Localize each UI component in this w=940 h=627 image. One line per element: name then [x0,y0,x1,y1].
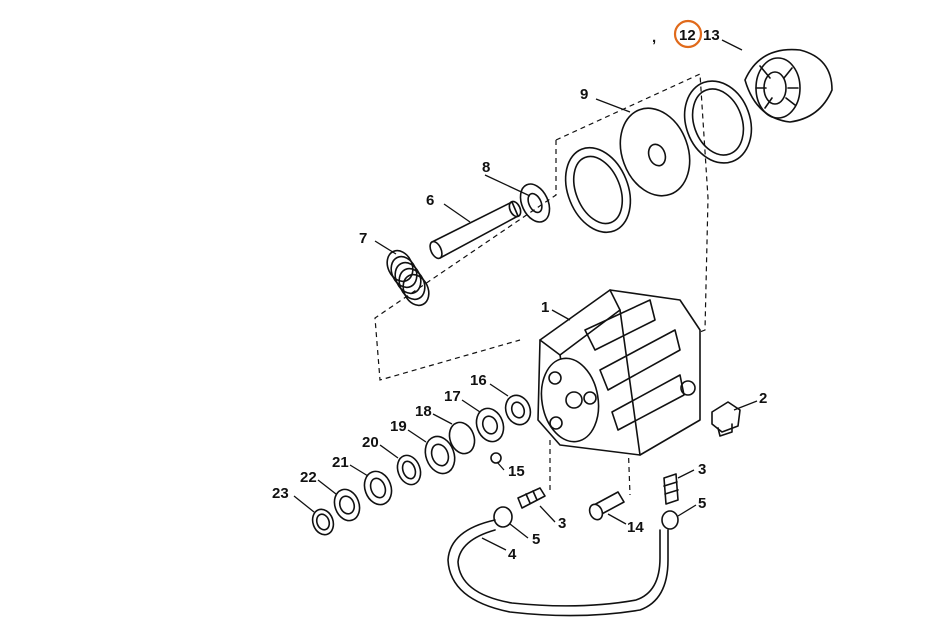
part-5-clamp-right[interactable] [661,510,679,530]
part-7-spring[interactable] [382,246,433,309]
part-18-o-ring[interactable] [445,419,478,457]
part-14-bolt[interactable] [587,491,625,522]
part-8-retainer[interactable] [515,179,555,226]
callout-22[interactable]: 22 [300,469,317,486]
callout-3-right[interactable]: 3 [698,461,706,478]
part-22-seal[interactable] [330,486,363,524]
part-21-seal[interactable] [360,468,396,509]
callout-23[interactable]: 23 [272,485,289,502]
callout-18[interactable]: 18 [415,403,432,420]
callout-13[interactable]: 13 [703,27,720,44]
callout-19[interactable]: 19 [390,418,407,435]
assembly-group-outline [374,73,709,381]
stray-mark: , [652,29,656,46]
callout-4[interactable]: 4 [508,546,517,563]
part-ring-seal[interactable] [554,138,643,242]
callout-15[interactable]: 15 [508,463,525,480]
callout-3-left[interactable]: 3 [558,515,566,532]
callout-17[interactable]: 17 [444,388,461,405]
callout-2[interactable]: 2 [759,390,767,407]
part-19-bushing[interactable] [420,432,459,477]
callout-6[interactable]: 6 [426,192,434,209]
part-3-fitting-right[interactable] [663,473,679,505]
callout-labels: , 12 13 9 8 6 7 1 2 16 17 18 19 20 21 22… [272,27,767,563]
part-23-ring[interactable] [309,506,337,537]
part-15-small-o-ring[interactable] [490,452,502,464]
callout-5-left[interactable]: 5 [532,531,540,548]
part-6-piston[interactable] [428,200,523,261]
callout-16[interactable]: 16 [470,372,487,389]
part-9-disc[interactable] [609,98,702,205]
callout-5-right[interactable]: 5 [698,495,706,512]
part-3-fitting-left[interactable] [517,487,546,509]
part-16-bushing[interactable] [502,392,535,428]
callout-7[interactable]: 7 [359,230,367,247]
callout-12[interactable]: 12 [679,27,696,44]
callout-8[interactable]: 8 [482,159,490,176]
callout-14[interactable]: 14 [627,519,644,536]
part-2-plug[interactable] [711,401,741,437]
part-12-gasket[interactable] [674,72,763,173]
callout-1[interactable]: 1 [541,299,549,316]
part-17-seal[interactable] [472,405,508,446]
part-20-ring[interactable] [394,452,425,488]
part-13-cover[interactable] [744,48,833,123]
part-4-hose[interactable] [447,519,669,617]
callout-12-highlight [673,19,703,49]
leader-lines [293,39,758,551]
callout-20[interactable]: 20 [362,434,379,451]
part-1-pump-housing[interactable] [535,289,701,456]
callout-9[interactable]: 9 [580,86,588,103]
part-5-clamp-left[interactable] [493,506,513,528]
callout-21[interactable]: 21 [332,454,349,471]
